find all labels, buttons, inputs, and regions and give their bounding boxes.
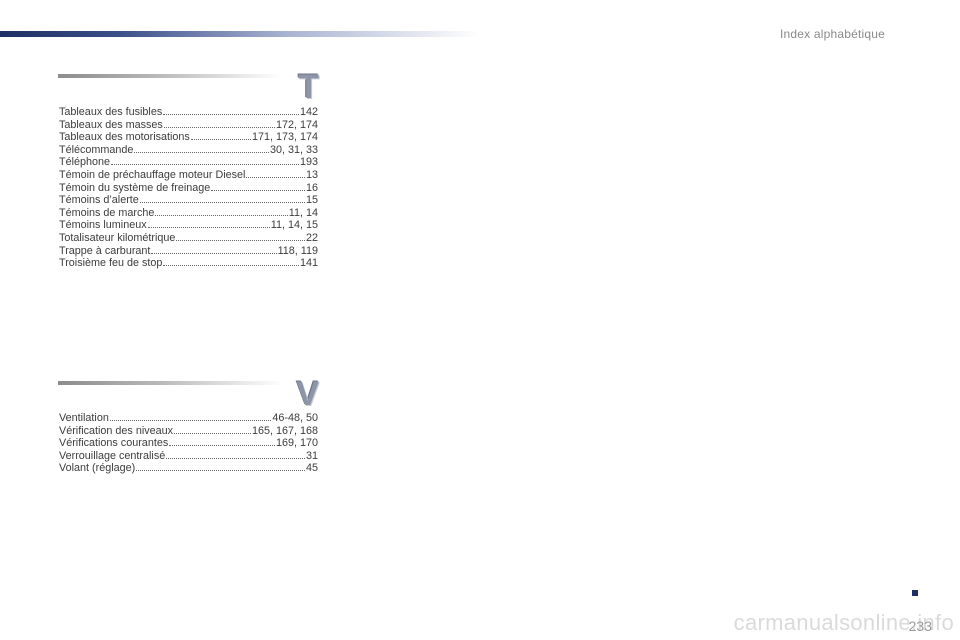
leader-dots: [147, 219, 270, 229]
watermark-text: carmanualsonline.info: [733, 610, 954, 635]
header-gradient-bar: [0, 31, 480, 37]
leader-dots: [134, 144, 269, 153]
leader-dots: [211, 182, 305, 191]
page-number: 233: [908, 618, 932, 634]
leader-dots: [190, 131, 251, 141]
index-entry[interactable]: Volant (réglage)45: [59, 462, 318, 475]
page-header-title: Index alphabétique: [779, 27, 885, 41]
section-rule: [58, 74, 283, 78]
leader-dots: [176, 232, 305, 241]
section-letter: V: [296, 375, 319, 413]
leader-dots: [151, 245, 277, 254]
leader-dots: [139, 194, 305, 204]
leader-dots: [155, 207, 288, 216]
leader-dots: [166, 450, 305, 459]
leader-dots: [163, 106, 299, 115]
leader-dots: [174, 425, 251, 434]
leader-dots: [136, 462, 305, 472]
leader-dots: [163, 119, 275, 128]
section-rule: [58, 381, 283, 385]
leader-dots: [246, 169, 305, 178]
leader-dots: [111, 156, 299, 166]
leader-dots: [169, 437, 275, 447]
leader-dots: [109, 412, 272, 421]
leader-dots: [163, 257, 299, 267]
page-marker-square: [912, 590, 918, 596]
section-letter: T: [298, 68, 319, 106]
